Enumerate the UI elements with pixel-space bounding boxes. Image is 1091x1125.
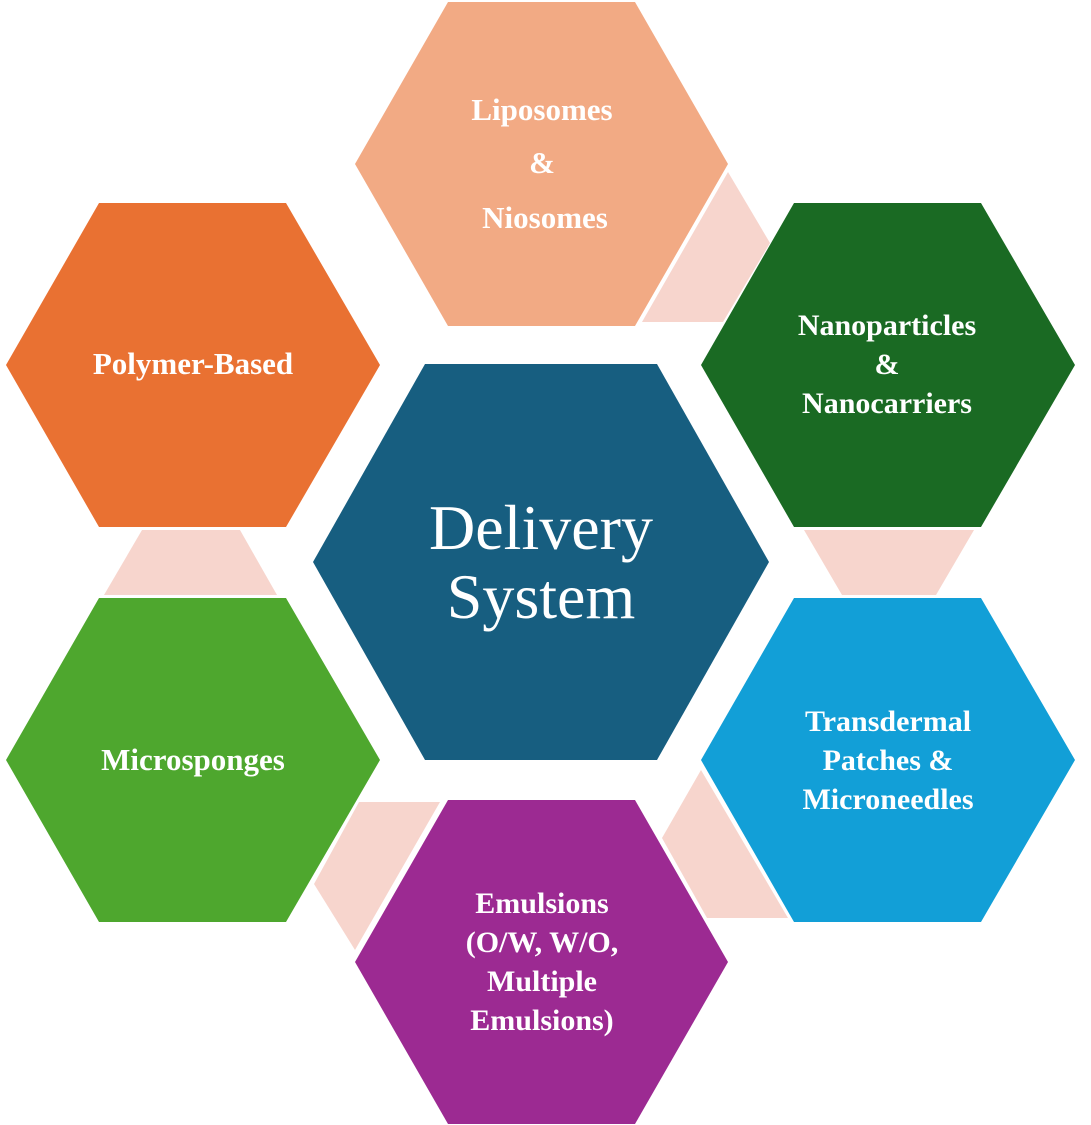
hexagon-liposomes-niosomes <box>355 2 728 326</box>
label-emulsions: Emulsions <box>475 887 608 920</box>
connector-bottom-left <box>314 802 440 950</box>
label-ampersand: & <box>529 145 555 180</box>
center-hexagon <box>313 364 769 760</box>
connector-bottom-right <box>662 770 788 918</box>
node-polymer-based: Polymer-Based <box>6 203 380 527</box>
hexagon-nanoparticles-nanocarriers <box>701 203 1075 527</box>
center-label-line-2: System <box>447 561 635 632</box>
hexagon-transdermal-patches-microneedles <box>701 598 1075 922</box>
connectors <box>104 172 974 950</box>
label-nanocarriers: Nanocarriers <box>802 387 972 420</box>
label-niosomes: Niosomes <box>482 200 608 235</box>
label-transdermal: Transdermal <box>805 705 971 738</box>
node-nanoparticles-nanocarriers: Nanoparticles & Nanocarriers <box>701 203 1075 527</box>
hexagon-microsponges <box>6 598 380 922</box>
label-patches: Patches & <box>823 744 954 777</box>
node-liposomes-niosomes: Liposomes & Niosomes <box>355 2 728 326</box>
label-microsponges: Microsponges <box>101 742 285 777</box>
label-liposomes: Liposomes <box>471 92 612 127</box>
label-microneedles: Microneedles <box>802 783 973 816</box>
label-ampersand: & <box>875 348 900 381</box>
connector-left <box>104 530 277 595</box>
label-polymer-based: Polymer-Based <box>93 346 293 381</box>
label-ow-wo: (O/W, W/O, <box>466 926 619 959</box>
node-microsponges: Microsponges <box>6 598 380 922</box>
connector-top-right <box>642 172 770 322</box>
node-emulsions: Emulsions (O/W, W/O, Multiple Emulsions) <box>355 800 728 1124</box>
node-transdermal-patches-microneedles: Transdermal Patches & Microneedles <box>701 598 1075 922</box>
label-emulsions-close: Emulsions) <box>470 1004 613 1037</box>
connector-right <box>804 530 974 595</box>
hexagon-emulsions <box>355 800 728 1124</box>
center-node: Delivery System <box>313 364 769 760</box>
label-multiple: Multiple <box>487 965 597 998</box>
center-label-line-1: Delivery <box>429 492 653 563</box>
hexagon-polymer-based <box>6 203 380 527</box>
label-nanoparticles: Nanoparticles <box>798 309 976 342</box>
